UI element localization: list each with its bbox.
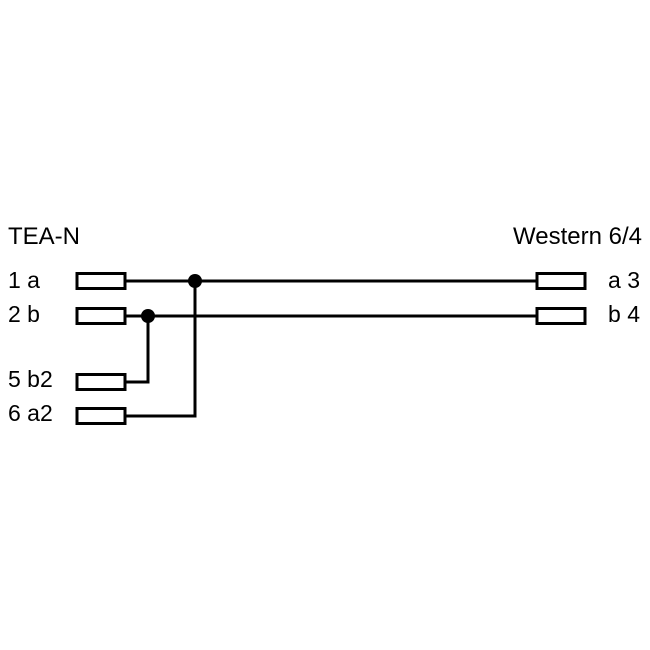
junction-dot-2b: [141, 309, 155, 323]
pin-label-1a: 1 a: [8, 267, 40, 293]
wire-5b2-branch: [125, 316, 150, 384]
pin-terminal-1a: [75, 272, 127, 290]
pin-terminal-a3: [535, 272, 587, 290]
junction-dot-1a: [188, 274, 202, 288]
pin-label-b4: b 4: [608, 301, 640, 327]
pin-label-2b: 2 b: [8, 301, 40, 327]
pin-terminal-2b: [75, 307, 127, 325]
left-connector-title: TEA-N: [8, 223, 80, 250]
pin-label-6a2: 6 a2: [8, 400, 53, 426]
pin-label-a3: a 3: [608, 267, 640, 293]
right-connector-title: Western 6/4: [513, 223, 642, 250]
wire-6a2-branch: [125, 281, 197, 418]
pin-label-5b2: 5 b2: [8, 366, 53, 392]
pin-terminal-5b2: [75, 373, 127, 391]
pin-terminal-6a2: [75, 407, 127, 425]
pin-terminal-b4: [535, 307, 587, 325]
